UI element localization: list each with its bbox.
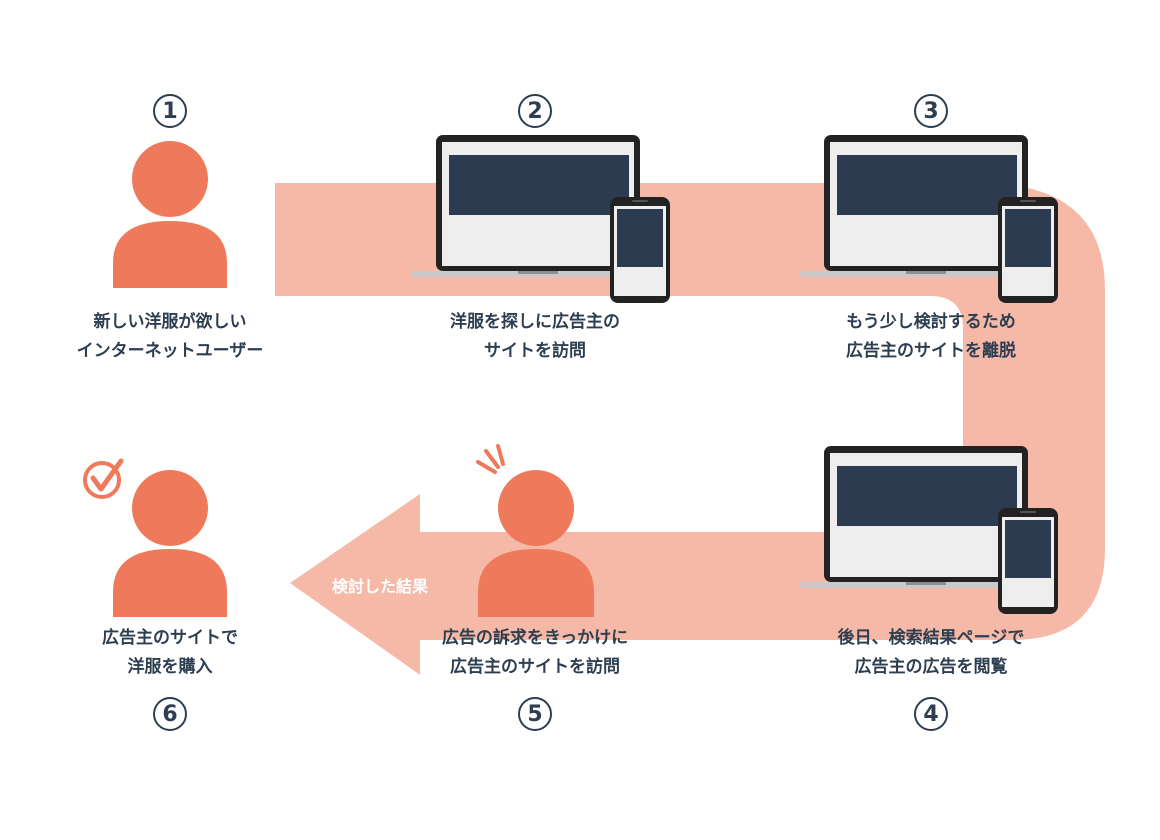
devices-2-icon	[412, 135, 670, 303]
step-5-number: 5	[518, 697, 552, 731]
person-5-icon	[478, 470, 594, 617]
step-3-line-2: 広告主のサイトを離脱	[846, 341, 1016, 361]
arrow-label: 検討した結果	[332, 577, 429, 596]
step-6-caption: 広告主のサイトで 洋服を購入	[40, 624, 300, 682]
person-6-icon	[113, 470, 227, 617]
step-6-number: 6	[153, 697, 187, 731]
person-1-icon	[113, 141, 227, 288]
step-2-caption: 洋服を探しに広告主の サイトを訪問	[405, 308, 665, 366]
step-1-number: 1	[153, 94, 187, 128]
step-5-line-1: 広告の訴求をきっかけに	[441, 628, 629, 648]
step-1-line-1: 新しい洋服が欲しい	[93, 312, 247, 332]
step-2-line-2: サイトを訪問	[484, 341, 586, 361]
step-4-line-1: 後日、検索結果ページで	[837, 628, 1025, 648]
step-1-caption: 新しい洋服が欲しい インターネットユーザー	[40, 308, 300, 366]
step-6-line-2: 洋服を購入	[127, 657, 213, 677]
step-5-line-2: 広告主のサイトを訪問	[450, 657, 620, 677]
step-2-line-1: 洋服を探しに広告主の	[450, 312, 620, 332]
step-4-caption: 後日、検索結果ページで 広告主の広告を閲覧	[801, 624, 1061, 682]
step-4-number: 4	[914, 697, 948, 731]
step-4-line-2: 広告主の広告を閲覧	[854, 657, 1008, 677]
step-6-line-1: 広告主のサイトで	[102, 628, 238, 648]
step-1-line-2: インターネットユーザー	[76, 341, 264, 361]
step-3-line-1: もう少し検討するため	[846, 312, 1016, 332]
devices-4-icon	[800, 446, 1058, 614]
step-2-number: 2	[518, 94, 552, 128]
notice-lines-icon	[476, 444, 505, 474]
step-3-number: 3	[914, 94, 948, 128]
check-circle-icon	[83, 458, 124, 499]
step-5-caption: 広告の訴求をきっかけに 広告主のサイトを訪問	[405, 624, 665, 682]
devices-3-icon	[800, 135, 1058, 303]
step-3-caption: もう少し検討するため 広告主のサイトを離脱	[801, 308, 1061, 366]
